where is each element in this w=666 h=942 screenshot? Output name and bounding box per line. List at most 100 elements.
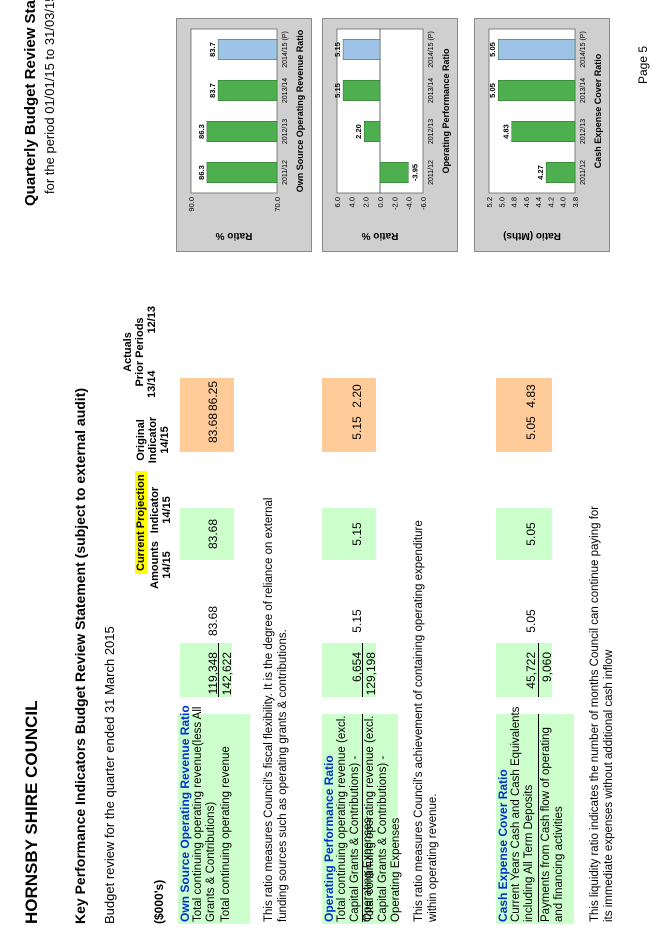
section-3-divider <box>538 643 539 697</box>
chart-title: Cash Expense Cover Ratio <box>593 53 603 168</box>
section-1-row-1: Total continuing operating revenue(less … <box>192 706 217 922</box>
x-tick-label: 2014/15 (P) <box>282 31 289 68</box>
y-tick-label: 0.0 <box>376 197 385 207</box>
section-3-row-2-amount: 9,060 <box>540 652 554 683</box>
data-label: 5.15 <box>333 83 342 98</box>
y-tick-label: 3.8 <box>571 197 580 207</box>
data-label: 86.3 <box>197 124 206 139</box>
actuals-heading: Actuals Prior Periods 13/14 12/13 <box>122 302 158 402</box>
y-tick-label: 4.2 <box>546 197 555 207</box>
section-2-indicator: 5.15 <box>350 609 364 633</box>
bar <box>206 162 278 183</box>
x-tick-label: 2014/15 (P) <box>580 31 587 68</box>
page-number: Page 5 <box>636 45 650 84</box>
section-2-row-2-amount: 129,198 <box>364 652 378 696</box>
data-label: 83.7 <box>208 42 217 57</box>
section-3-prior-2: 4.83 <box>524 384 538 408</box>
chart-ylabel: Ratio % <box>216 230 253 241</box>
section-1-row-2: Total continuing operating revenue <box>220 746 232 922</box>
section-1-prior-2: 86.25 <box>206 380 220 412</box>
amounts-period: 14/15 <box>161 551 173 579</box>
qbrs-title: Quarterly Budget Review Statement <box>22 0 39 206</box>
section-3-indicator: 5.05 <box>524 609 538 633</box>
chart-own-source-revenue-svg: Ratio % 70.0 90.0 86.3 2011/12 86.3 2012/13 83.… <box>187 28 305 241</box>
y-tick-label: 90.0 <box>187 197 196 212</box>
x-tick-label: 2012/13 <box>282 119 289 144</box>
section-1-original: 83.68 <box>206 518 220 550</box>
y-tick-label: -6.0 <box>419 197 428 210</box>
data-label: 4.27 <box>536 165 545 180</box>
y-tick-label: 4.4 <box>534 197 543 207</box>
kpi-subtitle: Key Performance Indicators Budget Review… <box>72 387 88 924</box>
indicator-period: 14/15 <box>161 496 173 524</box>
y-tick-label: -2.0 <box>390 197 399 210</box>
y-tick-label: 4.8 <box>510 197 519 207</box>
prior-periods-label: Prior Periods <box>134 317 146 387</box>
amounts-heading: Amounts 14/15 <box>149 540 173 590</box>
actuals-label: Actuals <box>122 332 134 372</box>
section-1-divider <box>218 643 219 697</box>
chart-title: Own Source Operating Revenue Ratio <box>295 29 305 192</box>
x-tick-label: 2013/14 <box>580 78 587 103</box>
data-label: 83.7 <box>208 83 217 98</box>
x-tick-label: 2011/12 <box>580 160 587 185</box>
y-tick-label: 4.6 <box>522 197 531 207</box>
data-label: -3.95 <box>410 164 419 181</box>
y-tick-label: 5.0 <box>497 197 506 207</box>
section-2-divider <box>362 643 363 697</box>
data-label: 86.3 <box>197 165 206 180</box>
section-3-row-divider <box>538 714 539 922</box>
indicator-label: Indicator <box>149 486 161 534</box>
bar <box>497 39 576 60</box>
x-tick-label: 2012/13 <box>428 119 435 144</box>
bar <box>217 39 278 60</box>
bar <box>497 80 576 101</box>
section-1-indicator: 83.68 <box>206 605 220 637</box>
section-3-original: 5.05 <box>524 522 538 546</box>
bar <box>545 162 576 183</box>
plot-area <box>488 28 576 194</box>
y-tick-label: 2.0 <box>362 197 371 207</box>
original-indicator-label: Indicator <box>147 416 159 464</box>
prior-period-years: 13/14 12/13 <box>146 302 158 402</box>
section-1-note: This ratio measures Council's fiscal fle… <box>263 497 289 922</box>
x-tick-label: 2011/12 <box>428 160 435 185</box>
quarter-text: Budget review for the quarter ended 31 M… <box>102 626 117 924</box>
section-2-row-divider <box>362 714 363 922</box>
original-label: Original <box>135 419 147 461</box>
prior-period-1: 13/14 <box>146 370 158 398</box>
bar <box>379 162 409 183</box>
section-2-original-cell <box>322 508 376 560</box>
y-tick-label: 70.0 <box>273 197 282 212</box>
x-tick-label: 2013/14 <box>282 78 289 103</box>
section-2-title: Operating Performance Ratio <box>322 755 336 922</box>
chart-ylabel: Ratio % <box>362 230 399 241</box>
chart-own-source-revenue: Ratio % 70.0 90.0 86.3 2011/12 86.3 2012/13 83.… <box>176 18 312 252</box>
y-tick-label: 6.0 <box>333 197 342 207</box>
bar <box>511 121 576 142</box>
chart-title: Operating Performance Ratio <box>441 48 451 174</box>
x-tick-label: 2012/13 <box>580 119 587 144</box>
bar <box>342 39 381 60</box>
bar <box>363 121 381 142</box>
section-2-actuals-cell <box>322 378 376 452</box>
units-label: ($000's) <box>152 879 166 924</box>
original-heading: Original Indicator 14/15 <box>135 410 171 470</box>
chart-ylabel: Ratio (Mths) <box>503 230 561 241</box>
section-2-note: This ratio measures Council's achievemen… <box>413 520 439 922</box>
data-label: 5.05 <box>488 83 497 98</box>
x-tick-label: 2011/12 <box>282 160 289 185</box>
bar <box>206 121 278 142</box>
section-3-note: This liquidity ratio indicates the numbe… <box>589 505 615 922</box>
section-3-row-1-amount: 45,722 <box>524 652 538 689</box>
section-1-row-2-amount: 142,622 <box>220 652 234 696</box>
original-period: 14/15 <box>159 426 171 454</box>
qbrs-period: for the period 01/01/15 to 31/03/15 <box>42 0 57 194</box>
section-2-row-2: Total continuing operating revenue (excl… <box>364 715 402 923</box>
x-tick-label: 2014/15 (P) <box>428 31 435 68</box>
data-label: 5.05 <box>488 42 497 57</box>
y-tick-label: -4.0 <box>405 197 414 210</box>
